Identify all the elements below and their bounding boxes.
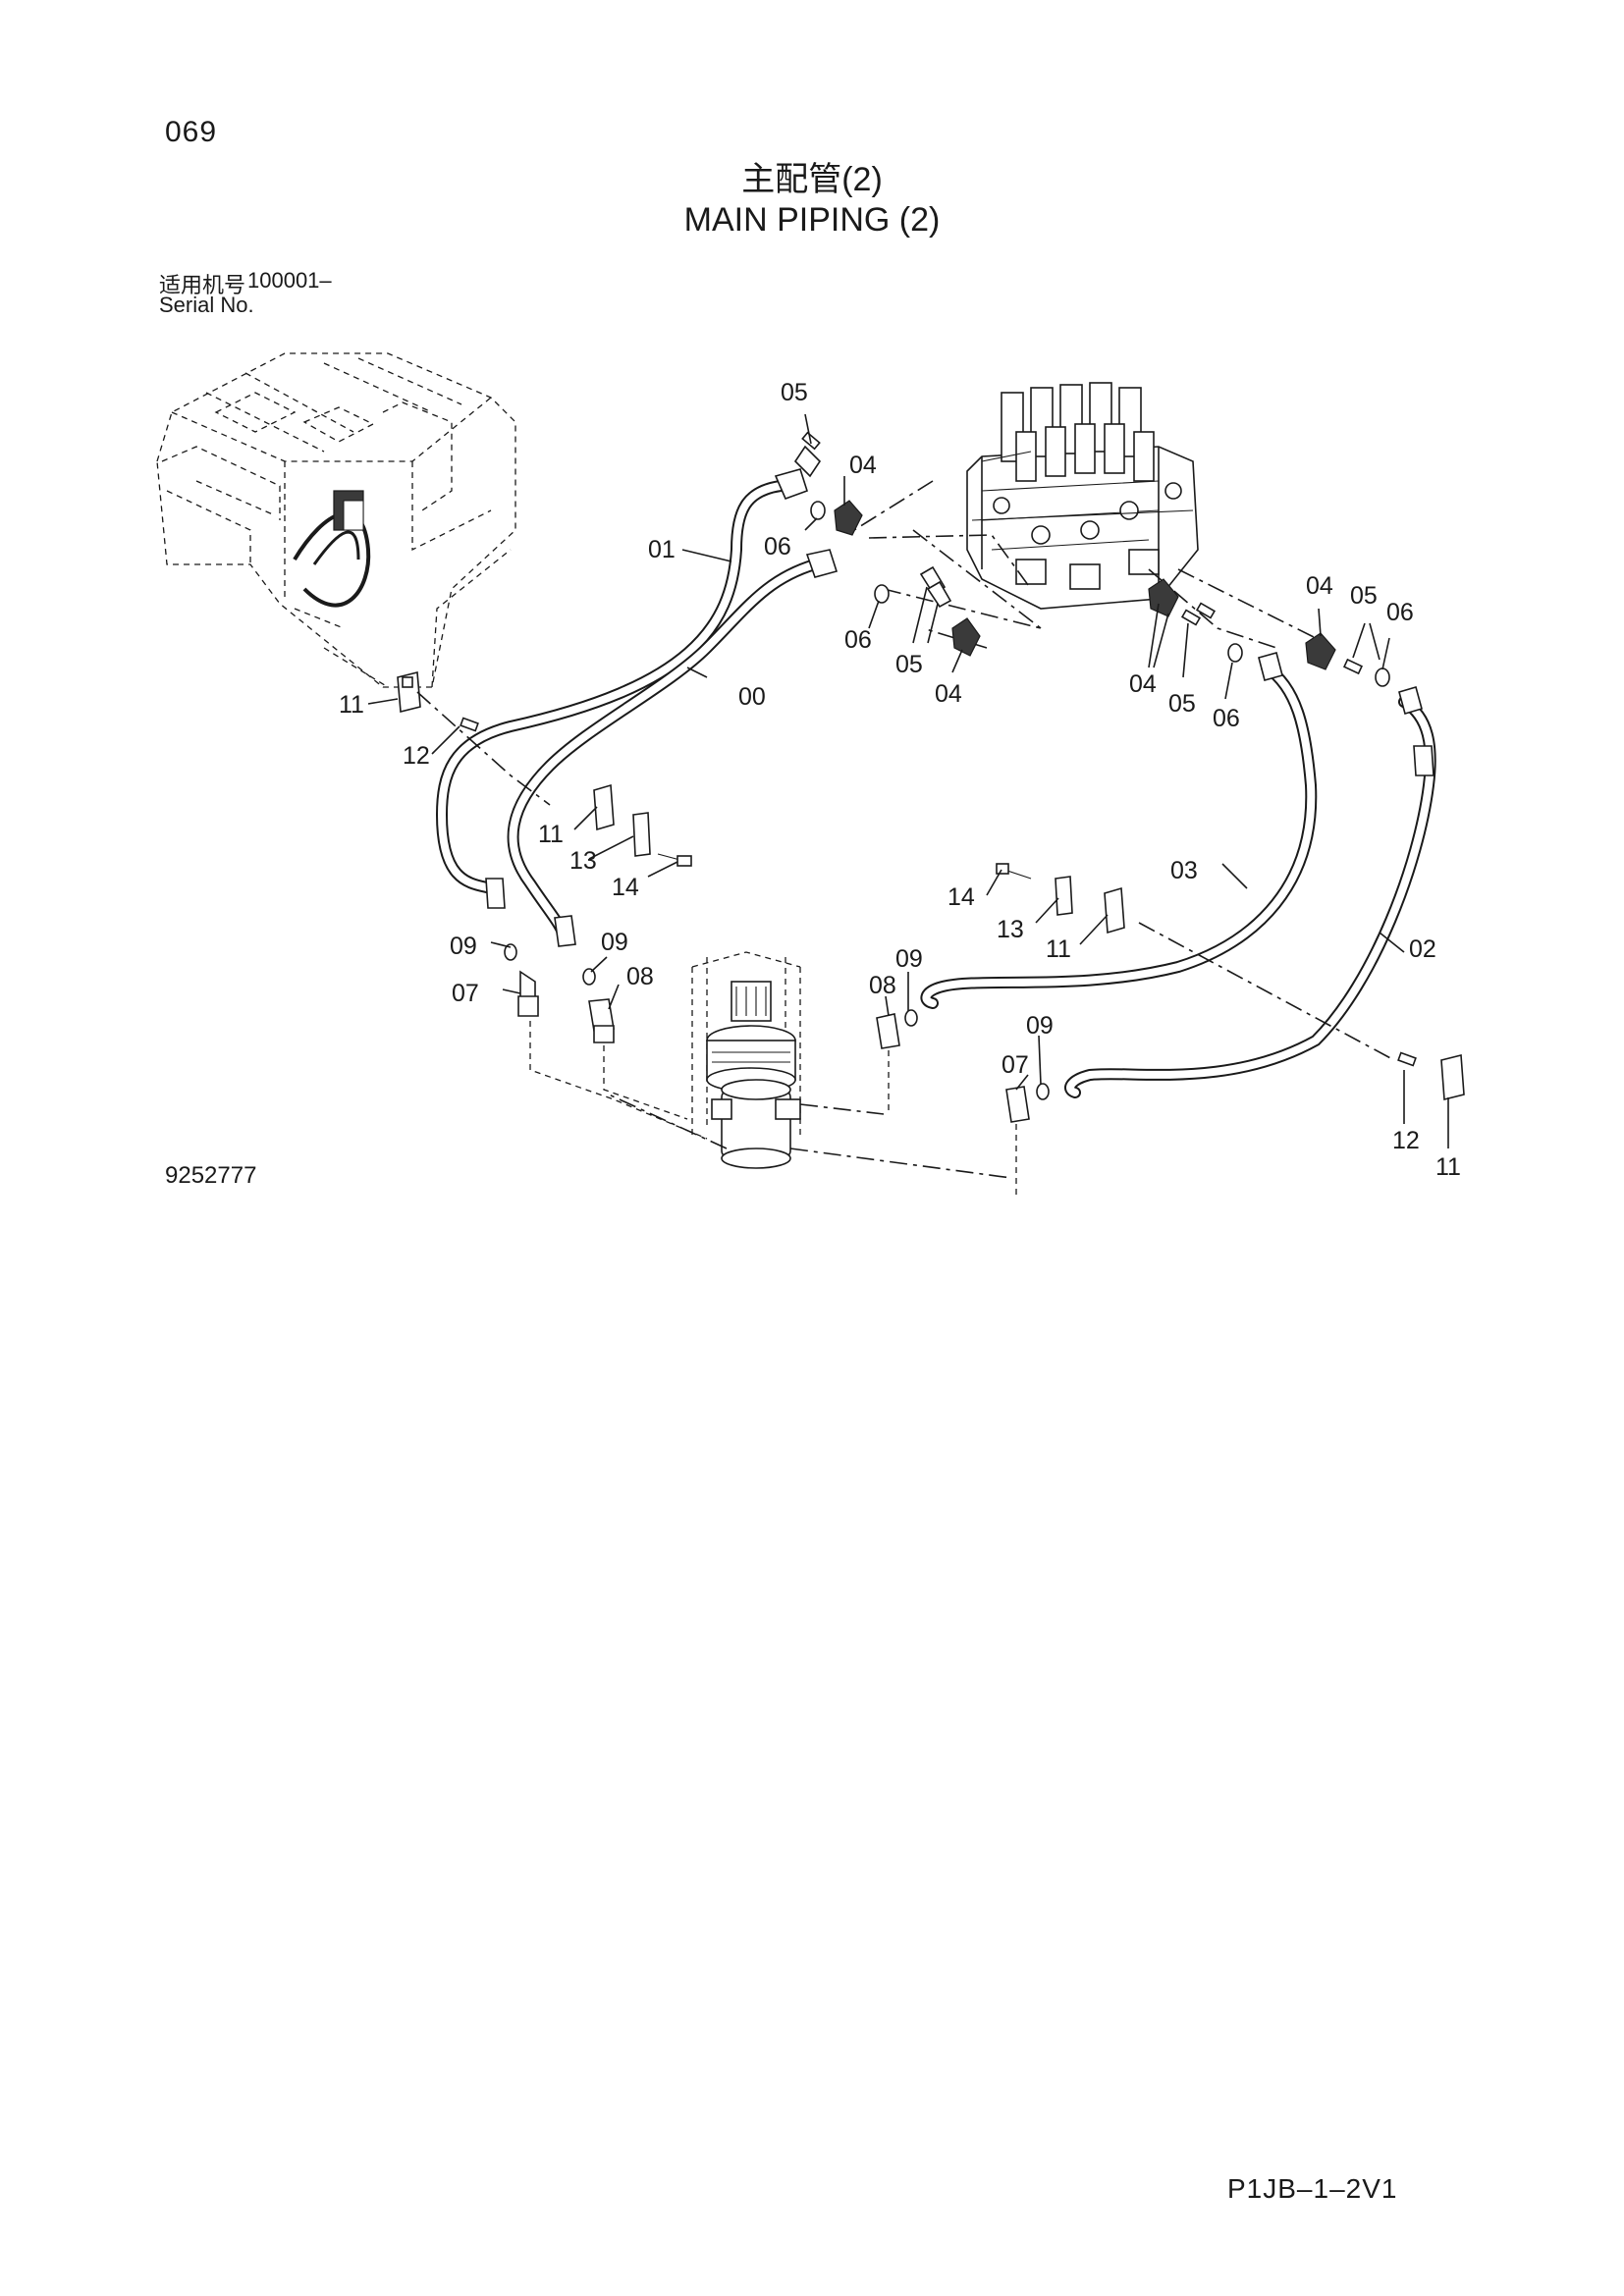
callout-06-mid: 06 xyxy=(844,626,872,654)
swivel-joint xyxy=(608,951,1012,1179)
callout-14-left: 14 xyxy=(612,874,639,901)
callout-05-top: 05 xyxy=(781,379,808,406)
clamps xyxy=(397,670,1465,1101)
elbows-adapters xyxy=(504,943,1050,1200)
callout-04-right: 04 xyxy=(1129,670,1157,698)
callout-06-top: 06 xyxy=(764,533,791,561)
callout-14-right: 14 xyxy=(947,883,975,911)
machine-overview-illustration xyxy=(156,352,516,688)
title-chinese: 主配管(2) xyxy=(741,161,883,198)
callout-13-right: 13 xyxy=(997,916,1024,943)
callout-11-left: 11 xyxy=(339,691,364,719)
serial-label-chinese: 适用机号 xyxy=(159,273,246,297)
callout-05-far-right: 05 xyxy=(1350,582,1378,610)
callout-labels: 05 04 01 06 06 05 04 00 04 05 06 04 05 0… xyxy=(339,379,1461,1181)
callout-09-left: 09 xyxy=(450,933,477,960)
callout-03: 03 xyxy=(1170,857,1198,884)
page-number: 069 xyxy=(165,116,218,148)
drawing-number: 9252777 xyxy=(165,1162,257,1189)
callout-09-center-left: 09 xyxy=(601,929,628,956)
page-code: P1JB–1–2V1 xyxy=(1227,2173,1398,2204)
callout-11-right: 11 xyxy=(1435,1153,1461,1181)
serial-range: 100001– xyxy=(247,268,332,293)
callout-09-right: 09 xyxy=(1026,1012,1054,1040)
callout-04-far-right: 04 xyxy=(1306,572,1333,600)
callout-04-mid: 04 xyxy=(935,680,962,708)
callout-12-left: 12 xyxy=(403,742,430,770)
callout-00: 00 xyxy=(738,683,766,711)
callout-01: 01 xyxy=(648,536,676,563)
title-english: MAIN PIPING (2) xyxy=(683,201,941,239)
valve-fittings xyxy=(793,431,1390,687)
callout-12-right: 12 xyxy=(1392,1127,1420,1154)
callout-04-top: 04 xyxy=(849,452,877,479)
callout-08-right: 08 xyxy=(869,972,896,999)
callout-07-right: 07 xyxy=(1001,1051,1029,1079)
callout-06-far-right: 06 xyxy=(1386,599,1414,626)
callout-11-center-left: 11 xyxy=(538,821,564,848)
callout-05-mid: 05 xyxy=(895,651,923,678)
leader-lines xyxy=(367,413,1449,1148)
callout-09-center-right: 09 xyxy=(895,945,923,973)
callout-08-left: 08 xyxy=(626,963,654,990)
callout-02: 02 xyxy=(1409,935,1436,963)
callout-06-right: 06 xyxy=(1213,705,1240,732)
callout-11-center-right: 11 xyxy=(1046,935,1071,963)
serial-label-english: Serial No. xyxy=(159,293,254,317)
callout-07-left: 07 xyxy=(452,980,479,1007)
hoses xyxy=(435,468,1436,1098)
callout-05-right: 05 xyxy=(1168,690,1196,718)
callout-13-left: 13 xyxy=(569,847,597,875)
control-valve-assembly xyxy=(966,382,1199,610)
